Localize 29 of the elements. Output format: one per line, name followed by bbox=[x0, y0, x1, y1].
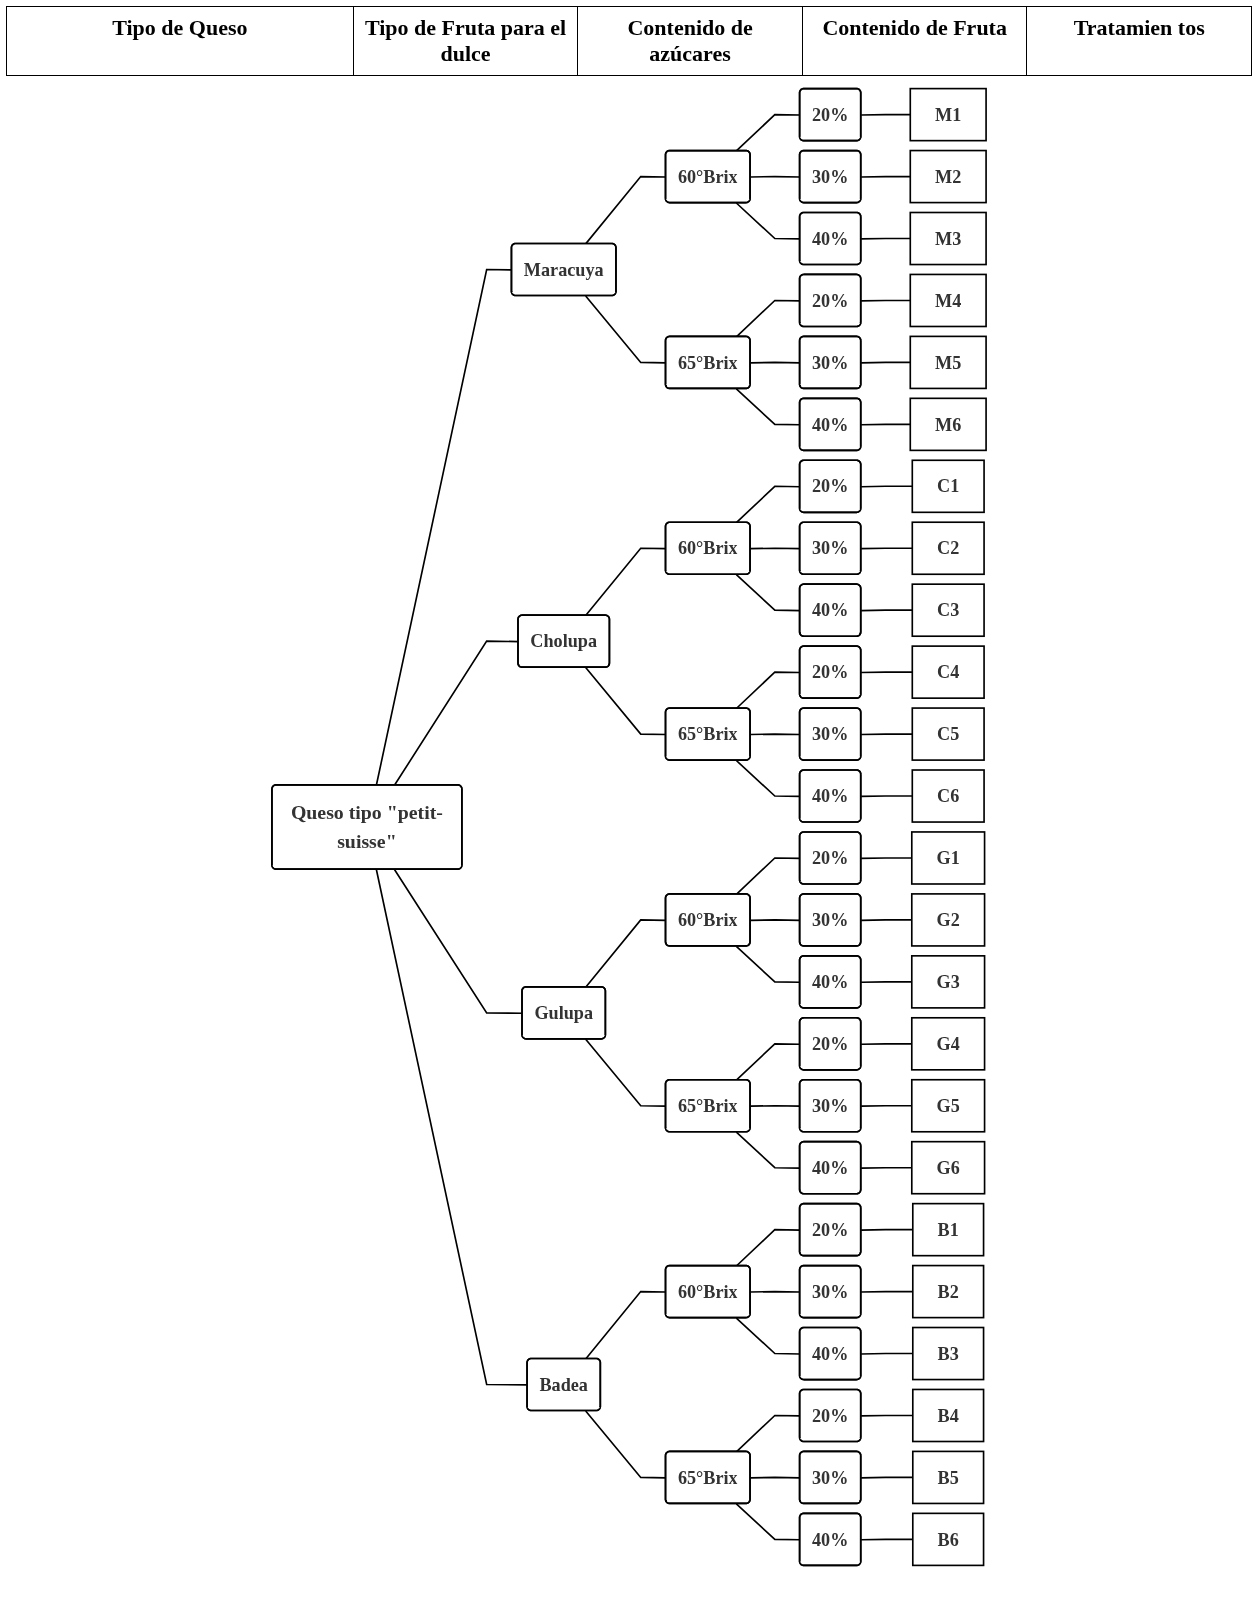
node-box: C6 bbox=[911, 769, 985, 823]
node-box: M5 bbox=[909, 335, 987, 390]
node-box: C4 bbox=[911, 645, 985, 699]
node-box: C2 bbox=[911, 521, 985, 576]
node-box: B3 bbox=[911, 1326, 985, 1381]
node-box: M6 bbox=[909, 397, 987, 452]
node-box: B2 bbox=[911, 1264, 985, 1319]
column-header: Contenido de azúcares bbox=[577, 7, 802, 75]
node-box: G6 bbox=[910, 1140, 986, 1195]
node-box: B1 bbox=[911, 1202, 985, 1257]
node-box: C3 bbox=[911, 583, 985, 638]
column-header: Tipo de Queso bbox=[111, 14, 249, 42]
node-box: B4 bbox=[911, 1388, 985, 1443]
node-box: G2 bbox=[910, 893, 986, 947]
column-header: Contenido de Fruta bbox=[801, 7, 1027, 75]
node-box: C1 bbox=[911, 459, 985, 514]
node-box: M1 bbox=[909, 87, 987, 142]
node-box: G3 bbox=[910, 955, 986, 1009]
node-box: C5 bbox=[911, 707, 985, 761]
node-box: G4 bbox=[910, 1016, 986, 1071]
column-header: Tratamien tos bbox=[1026, 7, 1252, 75]
column-header: Tipo de Fruta para el dulce bbox=[352, 7, 578, 75]
node-box: M3 bbox=[909, 211, 987, 266]
node-box: G5 bbox=[910, 1078, 986, 1133]
node-box: B6 bbox=[911, 1512, 985, 1567]
node-box: M4 bbox=[909, 273, 987, 328]
node-box: G1 bbox=[910, 831, 986, 885]
node-box: M2 bbox=[909, 149, 987, 204]
node-box: B5 bbox=[911, 1450, 985, 1505]
